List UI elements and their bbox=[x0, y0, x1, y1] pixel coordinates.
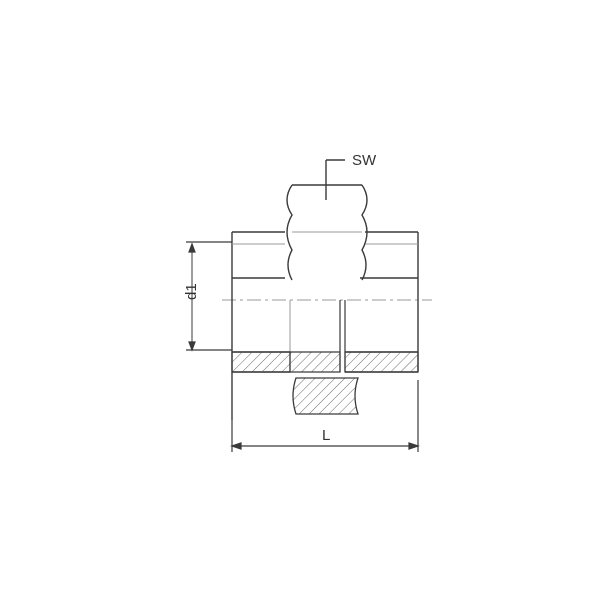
sw-leader bbox=[325, 159, 345, 200]
right-pipe-body bbox=[345, 231, 419, 373]
l-label: L bbox=[322, 427, 330, 444]
l-dimension bbox=[230, 380, 420, 452]
d1-label: d1 bbox=[183, 283, 200, 300]
section-hatching bbox=[231, 351, 419, 415]
union-nut-top bbox=[286, 184, 368, 281]
d1-dimension bbox=[186, 241, 232, 352]
sw-label: SW bbox=[352, 152, 377, 169]
left-pipe-body bbox=[231, 231, 290, 420]
